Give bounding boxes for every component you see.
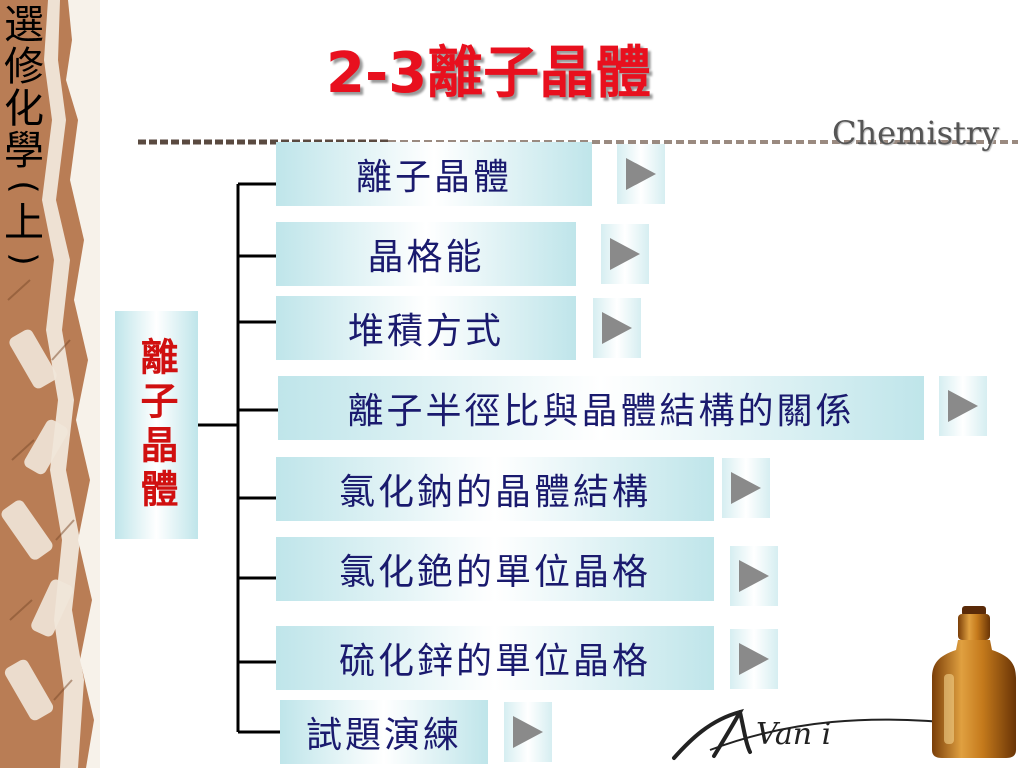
arrow-right-icon [626, 158, 656, 190]
course-title-char: 選 [4, 2, 44, 48]
node-label: 硫化鋅的單位晶格 [338, 641, 651, 682]
root-node: 離子晶體 [115, 311, 198, 539]
course-title-char: 化 [4, 86, 44, 132]
node-ionic-crystal[interactable]: 離子晶體 [276, 142, 592, 206]
dashed-divider [138, 139, 1018, 145]
node-nacl-structure[interactable]: 氯化鈉的晶體結構 [276, 457, 714, 521]
node-radius-ratio[interactable]: 離子半徑比與晶體結構的關係 [278, 376, 924, 440]
node-packing[interactable]: 堆積方式 [276, 296, 576, 360]
arrow-right-icon [602, 312, 632, 344]
arrow-button-packing[interactable] [593, 298, 641, 358]
signature-logo: Van i [672, 708, 967, 760]
node-label: 氯化銫的單位晶格 [338, 552, 651, 593]
node-label: 氯化鈉的晶體結構 [338, 472, 651, 513]
node-practice-questions[interactable]: 試題演練 [280, 700, 488, 764]
node-label: 離子晶體 [355, 157, 512, 198]
arrow-right-icon [731, 472, 761, 504]
node-label: 試題演練 [305, 715, 462, 756]
node-label: 堆積方式 [347, 311, 504, 352]
course-title-char: 修 [4, 44, 44, 90]
arrow-button-nacl-structure[interactable] [722, 458, 770, 518]
course-vertical-title: 選 修 化 學 ( 上 ) [0, 4, 48, 274]
bottle-icon [932, 606, 1016, 758]
arrow-button-lattice-energy[interactable] [601, 224, 649, 284]
left-decor-strip: 選 修 化 學 ( 上 ) [0, 0, 100, 768]
node-label: 晶格能 [367, 237, 485, 278]
node-label: 離子半徑比與晶體結構的關係 [347, 391, 855, 432]
arrow-right-icon [948, 390, 978, 422]
root-node-label: 離子晶體 [134, 337, 178, 513]
brand-chemistry: Chemistry [832, 114, 1000, 152]
arrow-right-icon [739, 643, 769, 675]
arrow-right-icon [739, 560, 769, 592]
node-lattice-energy[interactable]: 晶格能 [276, 222, 576, 286]
arrow-right-icon [513, 716, 543, 748]
course-title-char: 學 [4, 128, 44, 174]
arrow-button-radius-ratio[interactable] [939, 376, 987, 436]
node-zns-unit-cell[interactable]: 硫化鋅的單位晶格 [276, 626, 714, 690]
arrow-button-ionic-crystal[interactable] [617, 144, 665, 204]
signature-text: Van i [756, 717, 831, 752]
node-cscl-unit-cell[interactable]: 氯化銫的單位晶格 [276, 537, 714, 601]
arrow-button-practice-questions[interactable] [504, 702, 552, 762]
arrow-button-zns-unit-cell[interactable] [730, 629, 778, 689]
course-title-char: 上 [4, 200, 44, 246]
slide-title: 2-3離子晶體 [326, 41, 652, 106]
arrow-button-cscl-unit-cell[interactable] [730, 546, 778, 606]
arrow-right-icon [610, 238, 640, 270]
strip-pattern [0, 0, 100, 768]
